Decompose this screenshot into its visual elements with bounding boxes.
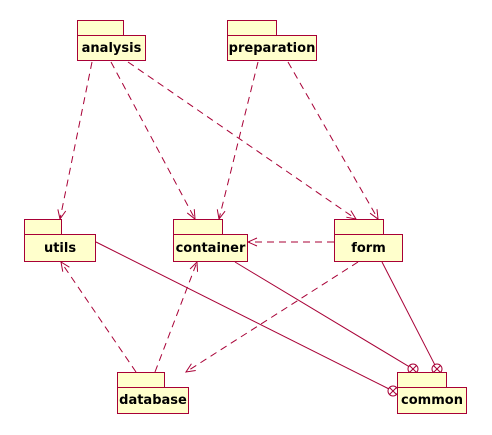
- package-utils[interactable]: utils: [24, 219, 96, 262]
- nesting-cross-icon: [389, 387, 397, 395]
- package-tab: [397, 372, 447, 388]
- arrow-head-icon: [60, 260, 70, 272]
- package-label: analysis: [77, 35, 146, 61]
- dependency-preparation-to-form: [287, 61, 379, 220]
- package-database[interactable]: database: [117, 372, 189, 414]
- package-container[interactable]: container: [173, 219, 248, 262]
- package-tab: [227, 20, 277, 36]
- dependency-preparation-to-container: [218, 61, 259, 220]
- arrow-head-icon: [369, 209, 379, 221]
- arrow-head-icon: [186, 209, 196, 221]
- package-label: utils: [24, 234, 96, 262]
- arrow-head-icon: [184, 363, 196, 373]
- nesting-cross-icon: [433, 365, 441, 373]
- package-preparation[interactable]: preparation: [227, 20, 317, 61]
- package-label: common: [397, 387, 467, 414]
- package-label: form: [334, 234, 403, 262]
- package-tab: [173, 219, 223, 235]
- package-label: database: [117, 387, 189, 414]
- package-label: container: [173, 234, 248, 262]
- package-common[interactable]: common: [397, 372, 467, 414]
- arrow-head-icon: [246, 237, 258, 247]
- nesting-form-to-common: [381, 261, 436, 365]
- arrow-head-icon: [189, 260, 199, 272]
- dependency-database-to-utils: [60, 261, 137, 373]
- dependency-form-to-database: [185, 261, 359, 373]
- package-analysis[interactable]: analysis: [77, 20, 146, 61]
- package-tab: [24, 219, 62, 235]
- nesting-utils-to-common: [95, 241, 389, 390]
- package-form[interactable]: form: [334, 219, 403, 262]
- package-tab: [334, 219, 384, 235]
- nesting-container-to-common: [234, 261, 409, 367]
- dependency-analysis-to-container: [110, 61, 196, 220]
- arrow-head-icon: [216, 209, 226, 221]
- arrow-head-icon: [57, 209, 67, 221]
- arrow-head-icon: [346, 210, 358, 220]
- dependency-database-to-container: [154, 261, 198, 373]
- package-tab: [117, 372, 165, 388]
- dependency-analysis-to-form: [127, 61, 357, 220]
- package-tab: [77, 20, 124, 36]
- package-label: preparation: [227, 35, 317, 61]
- nesting-cross-icon: [409, 365, 417, 373]
- dependency-analysis-to-utils: [59, 61, 93, 220]
